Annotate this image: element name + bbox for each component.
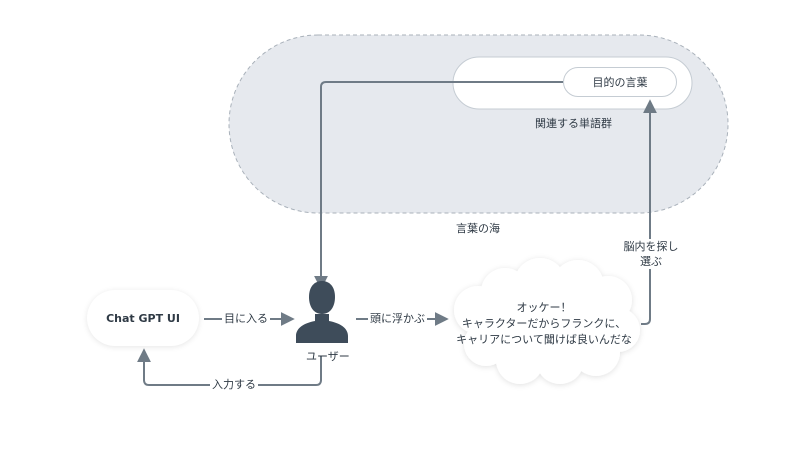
arrow-thought-to-target (641, 99, 657, 325)
arrow-target-to-user (314, 81, 563, 290)
edge-label-search-brain: 脳内を探し 選ぶ (617, 239, 685, 269)
target-word-label: 目的の言葉 (592, 76, 648, 89)
thought-cloud (454, 258, 640, 384)
edge-label-search-brain-line2: 選ぶ (640, 255, 662, 268)
thought-line-1: オッケー！ (516, 301, 572, 314)
edge-label-comes-to-mind: 頭に浮かぶ (368, 312, 427, 326)
user-label: ユーザー (306, 350, 350, 363)
thought-text: オッケー！ キャラクターだからフランクに、 キャリアについて聞けば良いんだな (446, 300, 642, 348)
word-sea-label: 言葉の海 (454, 222, 502, 236)
edge-label-enters-eye: 目に入る (222, 312, 270, 326)
thought-line-3: キャリアについて聞けば良いんだな (456, 333, 632, 346)
target-word-node: 目的の言葉 (563, 67, 677, 97)
edge-label-input: 入力する (210, 378, 258, 392)
thought-line-2: キャラクターだからフランクに、 (461, 317, 627, 330)
edge-label-search-brain-line1: 脳内を探し (623, 240, 679, 253)
chat-gpt-ui-label: Chat GPT UI (106, 311, 180, 325)
person-icon (296, 281, 348, 343)
chat-gpt-ui-node: Chat GPT UI (87, 290, 199, 346)
word-group-label: 関連する単語群 (535, 117, 612, 130)
